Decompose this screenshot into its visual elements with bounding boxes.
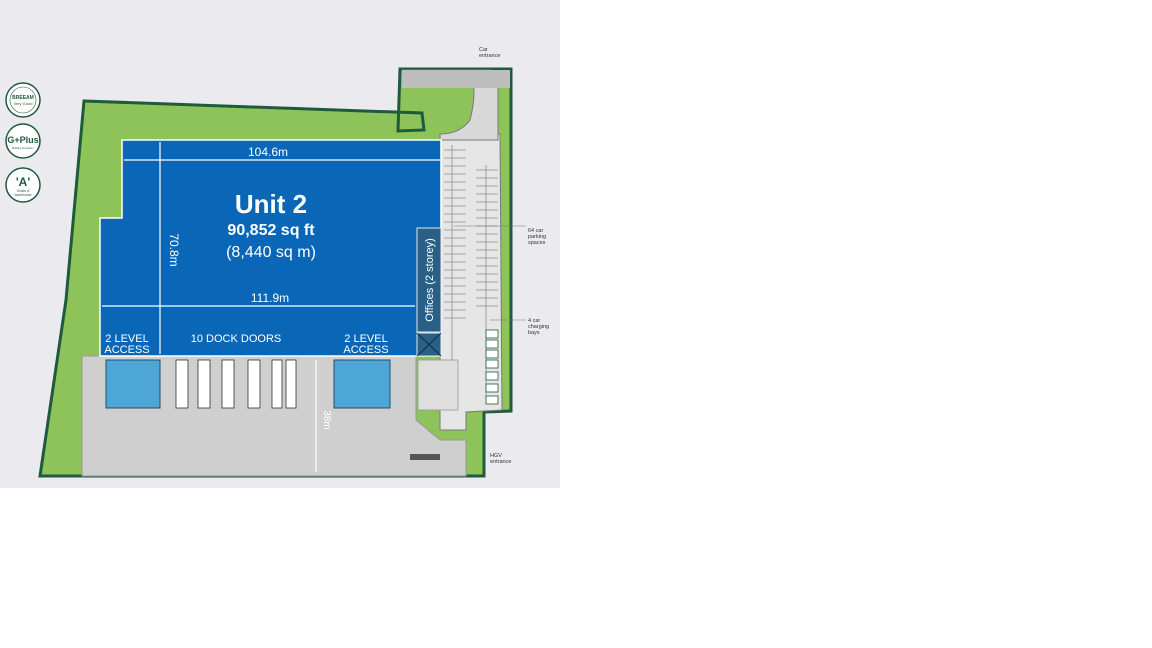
offices-label: Offices (2 storey) [424, 238, 436, 322]
car-entrance-road [402, 70, 510, 88]
unit-area-sqm: (8,440 sq m) [226, 244, 316, 261]
dimension-bottom-width: 111.9m [251, 291, 289, 305]
svg-text:warehouse: warehouse [14, 193, 31, 197]
level-access-right [333, 359, 391, 409]
car-entrance-label-1: Car [479, 47, 488, 53]
site-plan: Unit 2 90,852 sq ft (8,440 sq m) 104.6m … [5, 47, 549, 478]
parking-label-3: spaces [528, 240, 546, 246]
parking-label-2: parking [528, 234, 546, 240]
charging-bays [485, 329, 499, 405]
level-access-left-label-2: ACCESS [104, 344, 149, 356]
dimension-yard-depth: 38m [321, 410, 332, 429]
dock-doors-label: 10 DOCK DOORS [191, 333, 281, 345]
stair-core [416, 332, 442, 357]
unit-area-sqft: 90,852 sq ft [227, 222, 315, 239]
grade-a-badge: 'A' Grade A warehouse [5, 167, 41, 203]
gplus-badge: G+Plus Building Innovation [5, 123, 41, 159]
parking-label-1: 64 car [528, 228, 543, 234]
dimension-top-width: 104.6m [248, 145, 288, 159]
level-access-right-label-2: ACCESS [343, 344, 388, 356]
level-access-left [105, 359, 161, 409]
unit-title: Unit 2 [235, 189, 307, 219]
svg-text:'A': 'A' [16, 175, 31, 189]
svg-text:Building Innovation: Building Innovation [12, 147, 34, 150]
offices-block [416, 227, 442, 333]
level-access-left-label-1: 2 LEVEL [105, 333, 148, 345]
svg-text:BREEAM: BREEAM [12, 95, 34, 101]
dimension-lines [102, 142, 440, 354]
svg-text:Very Good: Very Good [14, 101, 33, 106]
hgv-gate [410, 454, 440, 460]
charging-label-2: charging [528, 324, 549, 330]
dock-doors [175, 359, 297, 409]
charging-label-3: bays [528, 330, 540, 336]
svg-text:G+Plus: G+Plus [7, 135, 38, 145]
breeam-badge: BREEAM Very Good [5, 82, 41, 118]
charging-label-1: 4 car [528, 318, 540, 324]
site-plan-canvas: Unit 2 90,852 sq ft (8,440 sq m) 104.6m … [0, 0, 560, 488]
hgv-entrance-label-1: HGV [490, 453, 502, 459]
building-unit-2 [99, 139, 442, 357]
hgv-entrance-label-2: entrance [490, 459, 511, 465]
yard-office-area [417, 359, 459, 411]
dimension-height: 70.8m [167, 233, 181, 266]
car-entrance-label-2: entrance [479, 53, 500, 59]
svg-text:Grade A: Grade A [17, 189, 31, 193]
level-access-right-label-1: 2 LEVEL [344, 333, 387, 345]
